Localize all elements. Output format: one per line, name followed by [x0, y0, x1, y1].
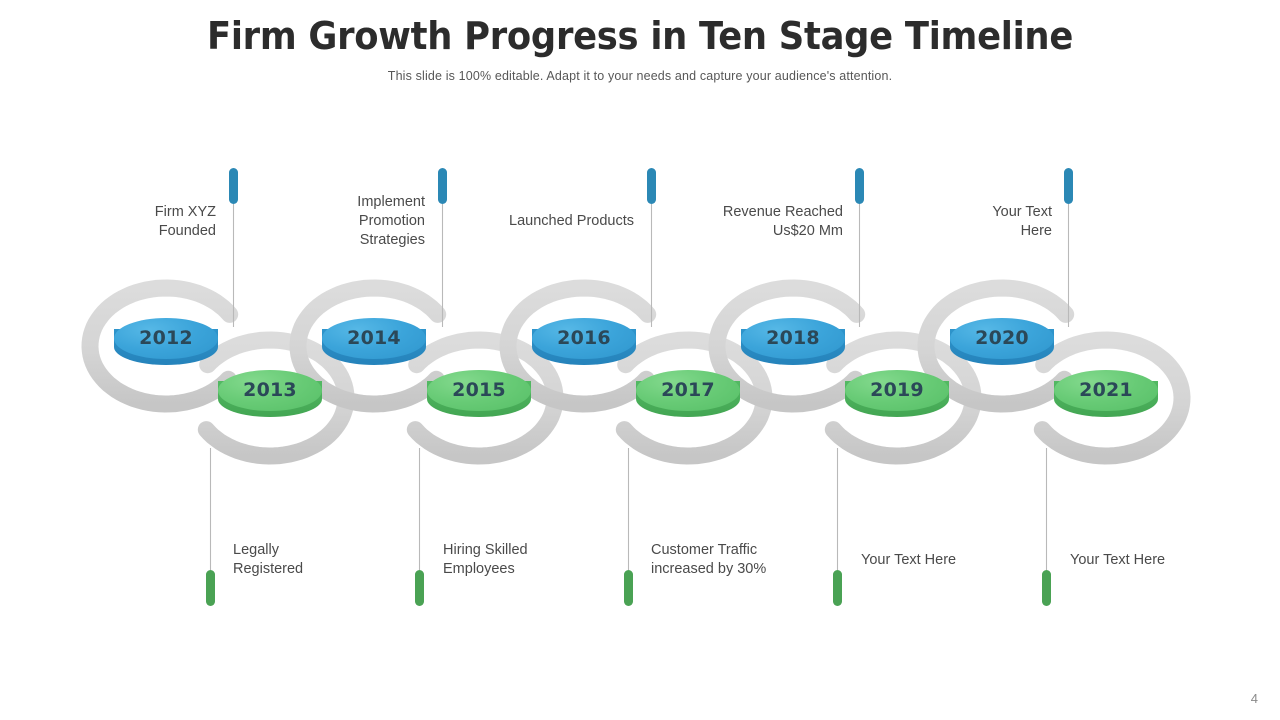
ribbon-loop-2018: [708, 279, 866, 413]
year-label: 2012: [139, 327, 193, 349]
bottom-marker-2015[interactable]: [415, 570, 424, 606]
ribbon-loop-2012: [81, 279, 239, 413]
bottom-marker-2013[interactable]: [206, 570, 215, 606]
top-marker-2016[interactable]: [647, 168, 656, 204]
top-label-2014: Implement Promotion Strategies: [357, 194, 425, 248]
top-marker-2018[interactable]: [855, 168, 864, 204]
cylinder-top: [950, 318, 1054, 359]
ribbon-loop-2020: [917, 279, 1075, 413]
year-node-2017[interactable]: 2017: [636, 370, 740, 428]
cylinder-top: [1054, 370, 1158, 411]
year-label: 2016: [557, 327, 611, 349]
year-label: 2017: [661, 379, 715, 401]
top-marker-2012[interactable]: [229, 168, 238, 204]
year-label: 2018: [766, 327, 820, 349]
year-node-2013[interactable]: 2013: [218, 370, 322, 428]
page-number: 4: [1250, 691, 1258, 706]
bottom-label-2019: Your Text Here: [861, 552, 957, 568]
top-label-2012: Firm XYZ Founded: [154, 204, 216, 239]
cylinder-top: [114, 318, 218, 359]
cylinder-top: [427, 370, 531, 411]
top-label-2016: Launched Products: [509, 213, 634, 229]
year-node-2019[interactable]: 2019: [845, 370, 949, 428]
cylinder-top: [845, 370, 949, 411]
year-label: 2020: [975, 327, 1029, 349]
page-title: Firm Growth Progress in Ten Stage Timeli…: [206, 14, 1074, 58]
year-node-2021[interactable]: 2021: [1054, 370, 1158, 428]
bottom-marker-2019[interactable]: [833, 570, 842, 606]
year-node-2015[interactable]: 2015: [427, 370, 531, 428]
cylinder-top: [322, 318, 426, 359]
bottom-label-2017: Customer Traffic increased by 30%: [651, 542, 767, 577]
cylinder-top: [636, 370, 740, 411]
top-marker-2020[interactable]: [1064, 168, 1073, 204]
year-label: 2019: [870, 379, 924, 401]
page-subtitle: This slide is 100% editable. Adapt it to…: [387, 69, 893, 83]
cylinder-top: [218, 370, 322, 411]
year-label: 2015: [452, 379, 506, 401]
year-node-2012[interactable]: 2012: [114, 318, 218, 376]
year-node-2018[interactable]: 2018: [741, 318, 845, 376]
ribbon-loop-2014: [289, 279, 447, 413]
ribbon-loop-2021: [1033, 331, 1191, 465]
top-label-2018: Revenue Reached Us$20 Mm: [722, 204, 843, 239]
bottom-label-2021: Your Text Here: [1070, 552, 1166, 568]
year-node-2020[interactable]: 2020: [950, 318, 1054, 376]
year-label: 2014: [347, 327, 401, 349]
year-label: 2013: [243, 379, 297, 401]
year-label: 2021: [1079, 379, 1133, 401]
year-node-2016[interactable]: 2016: [532, 318, 636, 376]
cylinder-top: [532, 318, 636, 359]
bottom-label-2013: Legally Registered: [233, 542, 304, 577]
bottom-marker-2017[interactable]: [624, 570, 633, 606]
year-node-2014[interactable]: 2014: [322, 318, 426, 376]
bottom-label-2015: Hiring Skilled Employees: [443, 542, 528, 577]
top-marker-2014[interactable]: [438, 168, 447, 204]
top-label-2020: Your Text Here: [992, 204, 1052, 239]
bottom-marker-2021[interactable]: [1042, 570, 1051, 606]
cylinder-top: [741, 318, 845, 359]
ribbon-loop-2016: [499, 279, 657, 413]
